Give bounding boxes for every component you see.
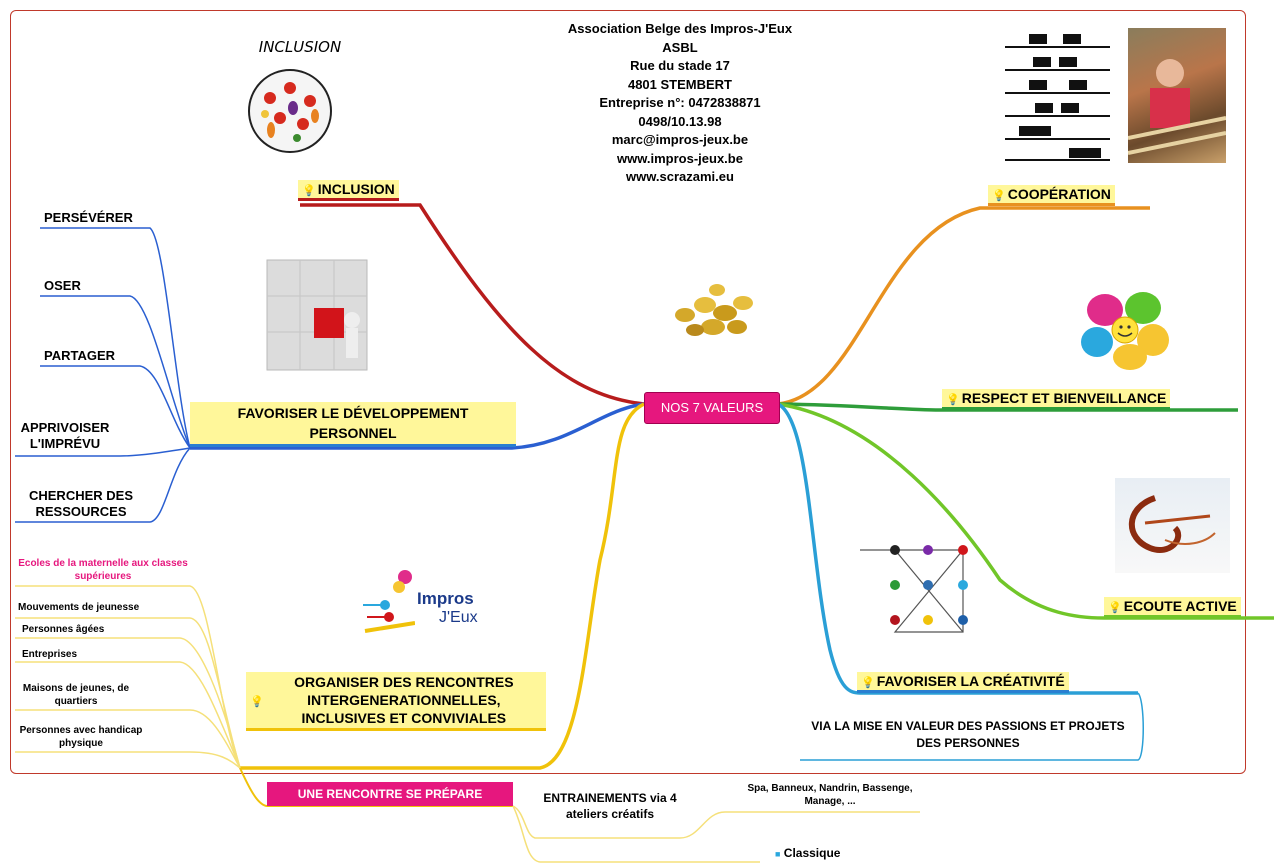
- lightbulb-icon: 💡: [992, 190, 1006, 202]
- connector-inclusion: [300, 203, 645, 406]
- lightbulb-icon: 💡: [302, 185, 316, 197]
- branch-developpement[interactable]: FAVORISER LE DÉVELOPPEMENT PERSONNEL: [190, 402, 516, 447]
- vegetables-plate-icon: [248, 69, 332, 153]
- connector-imprevu: [15, 447, 191, 457]
- info-email[interactable]: marc@impros-jeux.be: [611, 132, 749, 147]
- info-line: 4801 STEMBERT: [627, 76, 733, 92]
- rencontre-item-ecoles[interactable]: Ecoles de la maternelle aux classes supé…: [18, 558, 188, 582]
- cooperation-photo: [1127, 28, 1227, 163]
- rencontre-item-handicap[interactable]: Personnes avec handicap physique: [19, 725, 143, 749]
- cooperation-donkeys-image: [1000, 25, 1115, 165]
- connector-entrainements: [512, 805, 680, 839]
- connector-ecoles: [15, 585, 241, 769]
- lightbulb-icon: 💡: [861, 677, 875, 689]
- connector-prepare: [239, 767, 513, 807]
- branch-rencontres-label: ORGANISER DES RENCONTRES INTERGENERATION…: [294, 674, 514, 726]
- branch-ecoute[interactable]: 💡ECOUTE ACTIVE: [1104, 597, 1241, 618]
- info-line: 0498/10.13.98: [638, 113, 722, 129]
- connector-handicap: [15, 751, 241, 769]
- rencontre-item-agees[interactable]: Personnes âgées: [22, 624, 105, 635]
- info-website[interactable]: www.scrazami.eu: [626, 169, 734, 184]
- impros-jeux-logo: Impros J'Eux: [355, 565, 490, 640]
- dev-item-imprevu[interactable]: APPRIVOISER L'IMPRÉVU: [20, 420, 110, 451]
- connector-creativite: [777, 402, 1138, 695]
- connector-classique: [512, 805, 760, 863]
- logo-balls-icon: [363, 570, 415, 633]
- donkeys-cartoon-icon: [1005, 34, 1110, 161]
- dev-item-ressources[interactable]: CHERCHER DES RESSOURCES: [28, 488, 133, 519]
- logo-text-impros: Impros: [417, 589, 474, 608]
- branch-cooperation-label: COOPÉRATION: [1007, 186, 1111, 202]
- branch-ecoute-label: ECOUTE ACTIVE: [1123, 598, 1237, 614]
- gold-coins-image: [655, 275, 775, 345]
- logo-text-jeux: J'Eux: [439, 609, 478, 626]
- branch-inclusion[interactable]: 💡INCLUSION: [298, 180, 399, 201]
- branch-creativite[interactable]: 💡FAVORISER LA CRÉATIVITÉ: [857, 672, 1069, 693]
- connector-entreprises: [15, 661, 241, 769]
- lightbulb-icon: 💡: [946, 394, 960, 406]
- connector-maisons: [15, 709, 241, 769]
- puzzle-image: [262, 250, 382, 380]
- inclusion-image: INCLUSION: [235, 38, 365, 158]
- rencontre-item-entreprises[interactable]: Entreprises: [22, 649, 78, 660]
- nine-dots-puzzle-icon: [860, 545, 968, 633]
- info-line: Rue du stade 17: [630, 58, 730, 73]
- dev-item-oser[interactable]: OSER: [44, 278, 81, 293]
- gold-coins-icon: [675, 284, 753, 336]
- ear-swirl-icon: [1128, 495, 1216, 553]
- ecoute-image: [1115, 478, 1230, 573]
- connector-oser: [40, 295, 191, 449]
- info-line: ASBL: [662, 39, 698, 55]
- creativity-dots-image: [855, 540, 975, 640]
- connector-perseverer: [40, 227, 191, 449]
- dev-item-perseverer[interactable]: PERSÉVÉRER: [44, 210, 133, 225]
- info-line: Entreprise n°: 0472838871: [599, 95, 761, 110]
- lightbulb-icon: 💡: [1108, 602, 1122, 614]
- connector-places: [679, 811, 920, 839]
- connector-respect: [777, 402, 1238, 412]
- connector-developpement: [190, 402, 645, 450]
- connector-cooperation: [777, 206, 1150, 406]
- connector-ecoute: [777, 402, 1274, 620]
- entrainements-label[interactable]: ENTRAINEMENTS via 4 ateliers créatifs: [543, 791, 677, 821]
- respect-flower-image: [1075, 282, 1175, 372]
- branch-respect[interactable]: 💡RESPECT ET BIENVEILLANCE: [942, 389, 1171, 410]
- connector-creativite-sub: [800, 692, 1144, 761]
- info-line: Association Belge des Impros-J'Eux: [567, 21, 793, 36]
- inclusion-caption: INCLUSION: [258, 38, 342, 56]
- info-website[interactable]: www.impros-jeux.be: [617, 150, 743, 166]
- rencontre-item-maisons[interactable]: Maisons de jeunes, de quartiers: [22, 683, 130, 707]
- central-node[interactable]: NOS 7 VALEURS: [644, 392, 780, 424]
- association-info: Association Belge des Impros-J'Eux ASBL …: [520, 20, 840, 187]
- map-frame: [10, 10, 1246, 774]
- branch-respect-label: RESPECT ET BIENVEILLANCE: [961, 390, 1167, 406]
- dev-item-partager[interactable]: PARTAGER: [44, 348, 116, 363]
- people-photo-icon: [1127, 59, 1227, 155]
- branch-inclusion-label: INCLUSION: [317, 181, 395, 197]
- rencontre-item-mouvements[interactable]: Mouvements de jeunesse: [18, 602, 140, 613]
- puzzle-icon: [266, 259, 368, 371]
- smiling-flower-icon: [1081, 292, 1169, 370]
- connector-agees: [15, 637, 241, 769]
- connector-rencontres: [240, 402, 645, 770]
- branch-rencontres[interactable]: 💡 ORGANISER DES RENCONTRES INTERGENERATIO…: [246, 672, 546, 731]
- connector-partager: [40, 365, 191, 449]
- branch-creativite-label: FAVORISER LA CRÉATIVITÉ: [876, 673, 1065, 689]
- classique-text: Classique: [783, 846, 841, 860]
- creativite-sub-label[interactable]: VIA LA MISE EN VALEUR DES PASSIONS ET PR…: [811, 719, 1125, 750]
- lightbulb-icon: 💡: [250, 696, 264, 708]
- branch-cooperation[interactable]: 💡COOPÉRATION: [988, 185, 1115, 206]
- connector-ressources: [15, 447, 191, 523]
- bullet-icon: ■: [775, 849, 781, 859]
- places-label[interactable]: Spa, Banneux, Nandrin, Bassenge, Manage,…: [747, 783, 913, 807]
- rencontre-prepare-node[interactable]: UNE RENCONTRE SE PRÉPARE: [267, 782, 513, 806]
- classique-label[interactable]: ■ Classique: [775, 846, 840, 860]
